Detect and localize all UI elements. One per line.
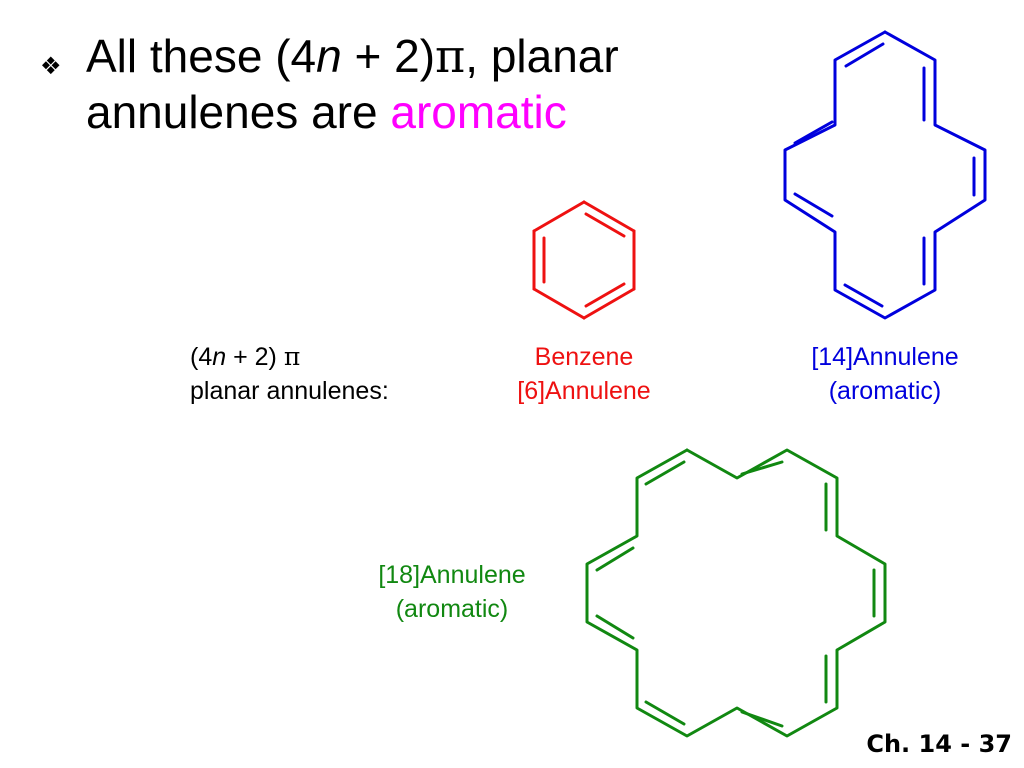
slide-title: All these (4n + 2)π, planar annulenes ar…: [86, 28, 619, 140]
formula-label: (4n + 2) π planar annulenes:: [190, 340, 389, 408]
annulene14-ring: [783, 30, 987, 320]
annulene18-double-bond: [644, 460, 686, 486]
annulene18-ring: [585, 448, 887, 738]
formula-line-2: planar annulenes:: [190, 377, 389, 405]
annulene18-double-bond: [740, 460, 784, 476]
annulene18-double-bond: [644, 700, 686, 726]
benzene-double-bond: [584, 212, 626, 238]
title-line-1: All these (4n + 2)π, planar: [86, 29, 619, 83]
annulene14-note: (aromatic): [828, 377, 942, 405]
benzene-label: Benzene [6]Annulene: [496, 340, 672, 408]
annulene14-name: [14]Annulene: [811, 343, 959, 371]
benzene-name: Benzene: [534, 343, 634, 371]
annulene14-double-bond: [843, 283, 884, 308]
annulene14-double-bond: [844, 42, 885, 68]
bullet-icon: ❖: [40, 52, 62, 80]
aromatic-highlight: aromatic: [390, 86, 567, 138]
annulene18-double-bond: [595, 546, 635, 572]
benzene-bond: [532, 200, 586, 233]
benzene-bond: [582, 287, 636, 320]
annulene18-double-bond: [595, 614, 635, 640]
benzene-bond: [582, 200, 636, 233]
annulene14-label: [14]Annulene (aromatic): [782, 340, 988, 408]
benzene-bond: [532, 287, 586, 320]
annulene18-label: [18]Annulene (aromatic): [350, 558, 554, 626]
annulene18-double-bond: [740, 710, 784, 728]
benzene-double-bond: [584, 282, 626, 308]
annulene18-name: [18]Annulene: [378, 561, 526, 589]
annulene14-double-bond: [793, 120, 834, 145]
title-line-2: annulenes are aromatic: [86, 86, 567, 138]
slide-number: Ch. 14 - 37: [866, 730, 1012, 758]
annulene18-note: (aromatic): [395, 595, 509, 623]
benzene-alt-name: [6]Annulene: [517, 377, 651, 405]
annulene14-double-bond: [793, 192, 834, 218]
formula-line-1: (4n + 2) π: [190, 342, 301, 371]
